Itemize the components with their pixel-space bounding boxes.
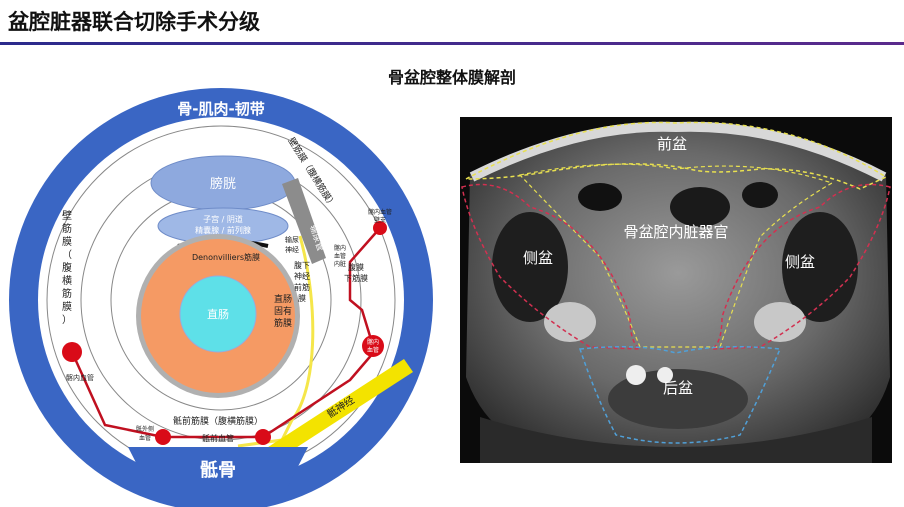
hypogastric-left-4: 膜 <box>298 293 306 303</box>
mri-label-left-lateral: 侧盆 <box>523 249 553 267</box>
title-divider <box>0 42 904 45</box>
hypogastric-right-2: 下筋膜 <box>344 273 368 283</box>
sacral-vessel-bottom-label: 骶前血管 <box>202 433 234 443</box>
ureter-nerve-label-1: 输尿 <box>285 235 299 244</box>
mri-label-right-lateral: 侧盆 <box>785 253 815 271</box>
vessel-small-3: 内脏 <box>334 260 346 268</box>
mri-right-fat <box>754 302 806 342</box>
mri-bowel-2 <box>670 187 730 227</box>
mri-label-anterior: 前盆 <box>657 135 687 153</box>
slide-title: 盆腔脏器联合切除手术分级 <box>8 10 260 34</box>
sacral-nerve-bar <box>262 359 413 464</box>
iliac-vessel-right-1: 髂内 <box>367 338 379 346</box>
vessel-node-top-right <box>373 221 387 235</box>
hypogastric-left-1: 腹下 <box>294 260 310 270</box>
mri-bowel-1 <box>578 183 622 211</box>
wall-fascia-char-8: ） <box>62 314 72 326</box>
presacral-fascia-label: 骶前筋膜（腹横筋膜） <box>173 415 263 427</box>
vessel-small-1: 髂内 <box>334 244 346 252</box>
mri-left-fat <box>544 302 596 342</box>
ureter-band <box>282 178 326 264</box>
hypogastric-nerve-line <box>237 235 315 448</box>
ureter-nerve-label-2: 神经 <box>285 245 299 254</box>
denonvilliers-label: Denonvilliers筋膜 <box>192 252 260 262</box>
uterus-label-2: 精囊腺 / 前列腺 <box>195 225 251 235</box>
vessel-sheath-2: 壁支 <box>374 216 386 224</box>
sacrum-shape <box>128 447 308 490</box>
slide-subtitle: 骨盆腔整体膜解剖 <box>387 68 516 87</box>
wall-fascia-char-5: 横 <box>62 274 72 287</box>
wall-fascia-char-4: 腹 <box>62 261 72 274</box>
wall-fascia-left-label: 壁 筋 膜 （ 腹 横 筋 膜 ） <box>62 209 72 326</box>
vessel-small-2: 血管 <box>334 252 346 260</box>
hypogastric-right-1: 腹膜 <box>348 262 364 272</box>
mri-right-lateral-outline <box>711 183 891 350</box>
wall-fascia-char-3: （ <box>62 249 72 261</box>
bladder-label: 膀胱 <box>210 176 236 192</box>
wall-fascia-char-0: 壁 <box>62 209 72 222</box>
vessel-node-bottom-right <box>255 429 271 445</box>
vessel-node-left <box>62 342 82 362</box>
mri-label-posterior: 后盆 <box>663 379 693 397</box>
mri-body-tissue <box>466 122 890 457</box>
mri-left-muscle <box>492 212 568 322</box>
rectum-label: 直肠 <box>207 307 229 321</box>
vessel-node-bottom-left <box>155 429 171 445</box>
mri-sacrum <box>608 369 748 429</box>
wall-fascia-char-7: 膜 <box>62 301 72 313</box>
mri-bottom-muscle <box>480 417 872 463</box>
iliac-vessel-right-2: 血管 <box>367 346 379 354</box>
mri-bowel-3 <box>742 182 778 208</box>
wall-fascia-char-2: 膜 <box>62 236 72 248</box>
internal-iliac-vessel-left <box>70 344 381 439</box>
sacral-vessel-left-1: 骶外侧 <box>136 425 154 433</box>
internal-iliac-vessel-right <box>348 227 381 347</box>
mri-anterior-outline <box>465 121 888 190</box>
pelvic-mri-panel: 前盆 骨盆腔内脏器官 侧盆 侧盆 后盆 <box>460 117 892 463</box>
wall-fascia-char-6: 筋 <box>62 287 72 300</box>
mri-fat-band <box>469 121 887 182</box>
mesorectal-label-1: 直肠 <box>274 293 292 305</box>
mri-posterior-outline <box>578 346 782 444</box>
mesorectal-label-3: 筋膜 <box>274 317 292 329</box>
outer-ring-label: 骨-肌肉-韧带 <box>177 100 264 118</box>
hypogastric-left-3: 前筋 <box>294 282 310 292</box>
sacral-vessel-left-2: 血管 <box>139 434 151 442</box>
mri-right-muscle <box>782 212 858 322</box>
iliac-vessel-left-label: 髂内血管 <box>66 373 94 382</box>
vessel-sheath-1: 髂内血管 <box>368 208 392 216</box>
uterus-label-1: 子宫 / 阴道 <box>203 214 243 224</box>
mri-label-viscera: 骨盆腔内脏器官 <box>623 223 728 241</box>
mesorectal-label-2: 固有 <box>274 305 292 317</box>
hypogastric-left-2: 神经 <box>294 271 310 281</box>
wall-fascia-char-1: 筋 <box>62 222 72 235</box>
mri-rectum-dot-2 <box>657 367 673 383</box>
rectum-lumen <box>179 275 257 353</box>
mri-rectum-dot-1 <box>626 365 646 385</box>
sacrum-label: 骶骨 <box>200 460 236 481</box>
vessel-node-right <box>362 335 384 357</box>
mri-left-lateral-outline <box>461 183 641 350</box>
